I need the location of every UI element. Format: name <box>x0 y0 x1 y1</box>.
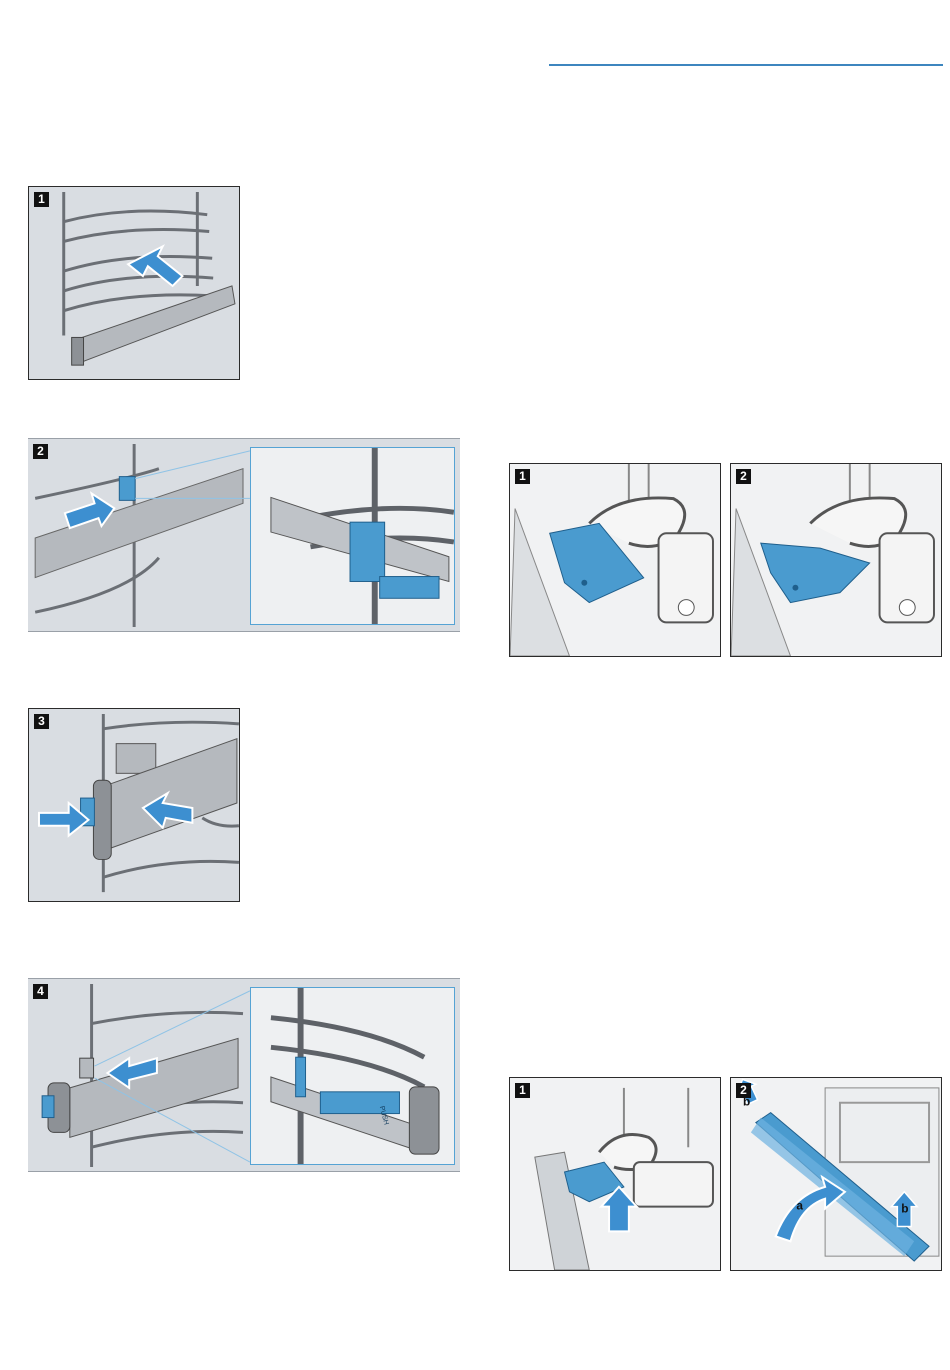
step-number-badge: 1 <box>34 192 49 207</box>
step-number-badge: 4 <box>33 984 48 999</box>
step-2-illustration: 2 <box>28 438 460 632</box>
arrow-b-label-bottom: b <box>901 1202 908 1216</box>
step-1-illustration: 1 <box>28 186 240 380</box>
step-3-illustration: 3 <box>28 708 240 902</box>
rail-clip-diagram <box>29 709 239 901</box>
header-rule <box>549 64 943 66</box>
detail-inset: PUSH <box>250 987 455 1165</box>
hinge-step-2-illustration: 2 <box>730 463 942 657</box>
step-number-badge: 2 <box>736 1083 751 1098</box>
arrow-a-label: a <box>796 1199 803 1213</box>
step-number-badge: 2 <box>736 469 751 484</box>
door-latch-diagram <box>510 1078 720 1270</box>
step-number-badge: 1 <box>515 469 530 484</box>
door-step-1-illustration: 1 <box>509 1077 721 1271</box>
step-number-badge: 1 <box>515 1083 530 1098</box>
step-number-badge: 3 <box>34 714 49 729</box>
hinge-locked-diagram <box>510 464 720 656</box>
door-step-2-illustration: 2 a b b <box>730 1077 942 1271</box>
arrow-icon <box>128 246 182 286</box>
hinge-step-1-illustration: 1 <box>509 463 721 657</box>
rail-insert-diagram <box>29 187 239 379</box>
detail-inset <box>250 447 455 625</box>
step-4-illustration: 4 PUSH <box>28 978 460 1172</box>
door-panel-removal-diagram: a b b <box>731 1078 941 1270</box>
hinge-unlocked-diagram <box>731 464 941 656</box>
step-number-badge: 2 <box>33 444 48 459</box>
